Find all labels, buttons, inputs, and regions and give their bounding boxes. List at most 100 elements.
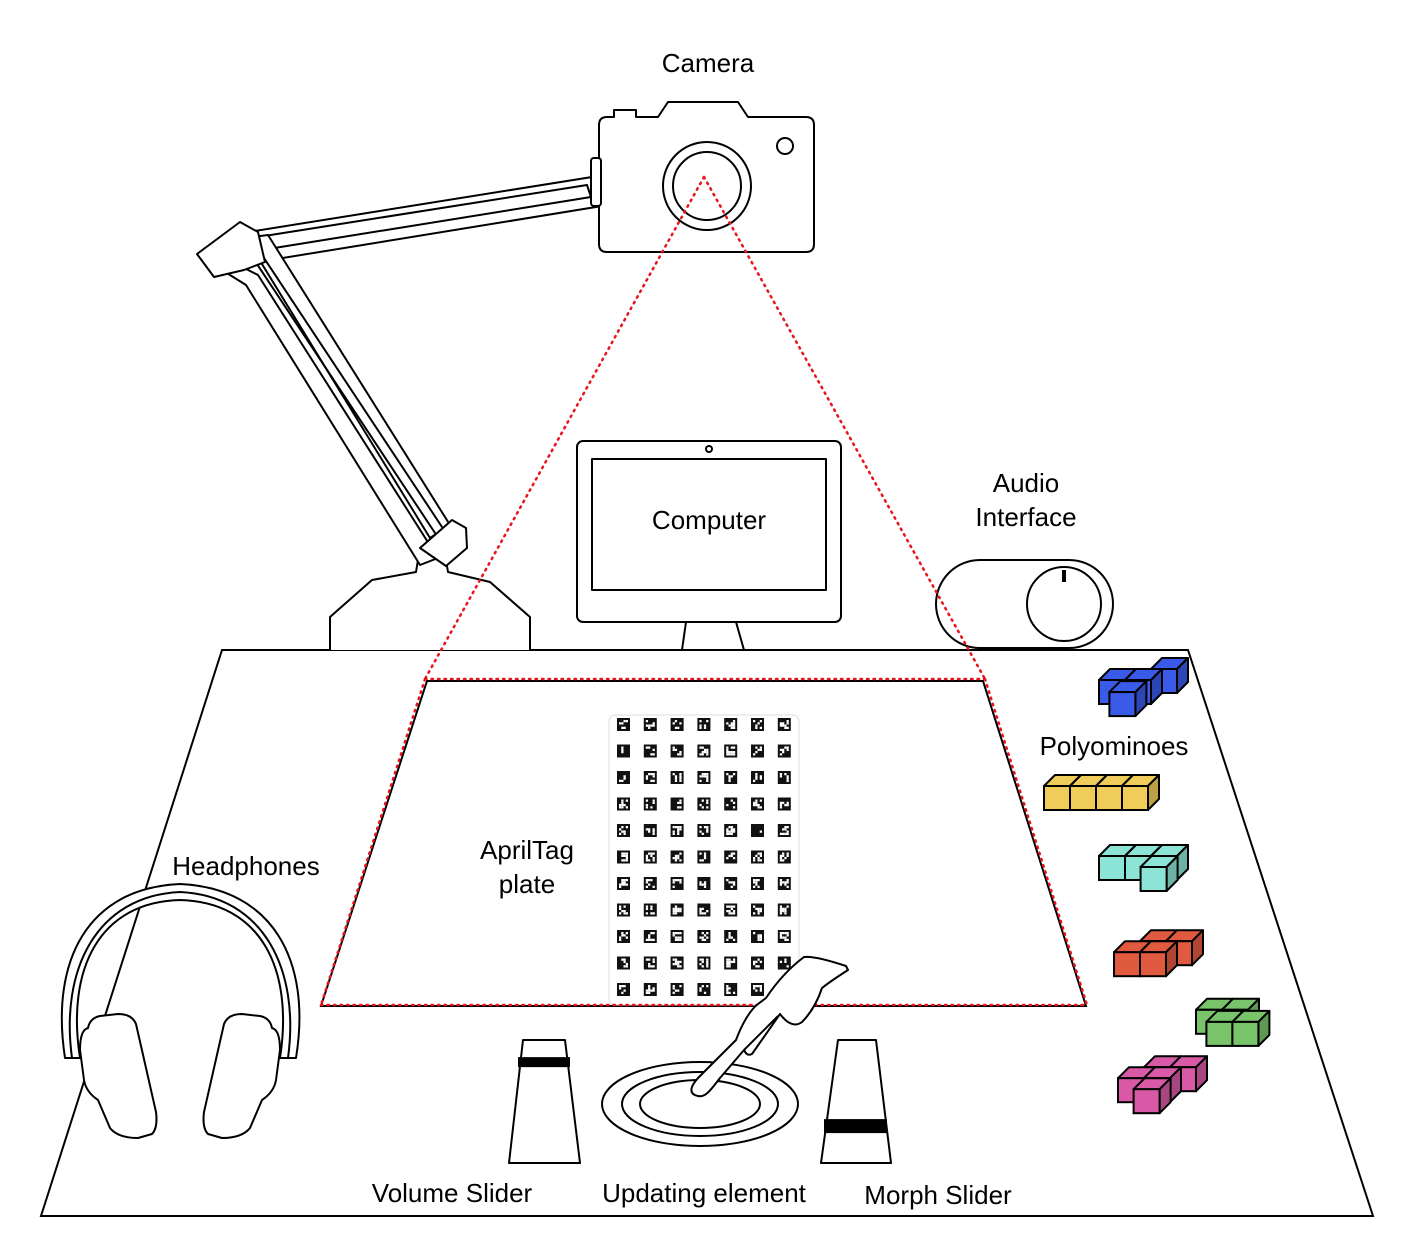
polyomino-cyan xyxy=(1098,844,1189,892)
audio-interface xyxy=(935,559,1114,649)
camera xyxy=(590,101,815,253)
apriltag-marker xyxy=(751,824,764,837)
polyomino-red xyxy=(1113,929,1204,978)
polyomino-green xyxy=(1195,997,1271,1047)
polyominoes-label: Polyominoes xyxy=(1039,731,1189,761)
apriltag-marker xyxy=(617,956,630,970)
apriltag-marker xyxy=(724,983,738,996)
updating-element[interactable] xyxy=(601,1061,799,1147)
hand-icon xyxy=(690,955,849,1098)
apriltag-plate-label-line-2: plate xyxy=(498,869,556,899)
arm-mount-base xyxy=(329,547,531,650)
volume-slider[interactable] xyxy=(508,1039,581,1164)
apriltag-marker xyxy=(643,903,657,917)
apriltag-marker xyxy=(777,797,791,811)
apriltag-marker xyxy=(670,877,684,890)
apriltag-plate-label: AprilTag plate xyxy=(462,833,592,901)
apriltag-marker xyxy=(670,718,684,731)
apriltag-marker xyxy=(697,797,711,811)
apriltag-marker xyxy=(670,930,684,943)
morph-slider-label: Morph Slider xyxy=(864,1180,1012,1210)
apriltag-marker xyxy=(777,956,791,970)
hand-finger-line xyxy=(743,1015,779,1051)
apriltag-marker xyxy=(617,744,630,758)
apriltag-marker xyxy=(697,983,711,996)
apriltag-marker xyxy=(724,850,738,864)
apriltag-marker xyxy=(697,956,711,970)
computer-webcam-icon xyxy=(705,445,713,453)
apriltag-marker xyxy=(751,956,764,970)
apriltag-marker xyxy=(751,983,764,996)
apriltag-marker xyxy=(751,903,764,917)
apriltag-marker xyxy=(724,744,738,758)
apriltag-marker xyxy=(697,903,711,917)
apriltag-marker xyxy=(777,744,791,758)
apriltag-marker xyxy=(643,718,657,731)
apriltag-marker xyxy=(697,718,711,731)
apriltag-marker xyxy=(617,877,630,890)
audio-interface-label-line-2: Interface xyxy=(975,502,1077,532)
apriltag-marker xyxy=(617,850,630,864)
apriltag-marker xyxy=(643,824,657,837)
apriltag-marker xyxy=(617,797,630,811)
camera-field-of-view xyxy=(319,175,1089,1007)
polyomino-pink xyxy=(1117,1055,1208,1115)
volume-slider-label: Volume Slider xyxy=(371,1178,533,1208)
apriltag-marker xyxy=(670,797,684,811)
morph-slider-handle[interactable] xyxy=(824,1119,887,1134)
apriltag-marker xyxy=(670,956,684,970)
headphones-left-cup xyxy=(79,1013,158,1139)
apriltag-marker xyxy=(724,771,738,784)
apriltag-marker xyxy=(697,850,711,864)
apriltag-marker xyxy=(724,930,738,943)
camera-label: Camera xyxy=(661,48,755,78)
apriltag-marker xyxy=(724,956,738,970)
volume-slider-handle[interactable] xyxy=(518,1057,570,1068)
apriltag-marker xyxy=(751,771,764,784)
audio-knob-icon xyxy=(1026,566,1102,642)
apriltag-marker xyxy=(724,797,738,811)
apriltag-marker xyxy=(777,850,791,864)
apriltag-marker xyxy=(724,903,738,917)
apriltag-marker xyxy=(697,930,711,943)
audio-interface-label-line-1: Audio xyxy=(992,468,1060,498)
apriltag-marker xyxy=(643,877,657,890)
apriltag-marker xyxy=(670,744,684,758)
polyominoes xyxy=(1043,657,1271,1115)
apriltag-plate-label-line-1: AprilTag xyxy=(480,835,574,865)
apriltag-marker xyxy=(643,771,657,784)
apriltag-marker xyxy=(617,983,630,996)
apriltag-marker xyxy=(697,771,711,784)
apriltag-marker xyxy=(777,930,791,943)
apriltag-marker xyxy=(643,744,657,758)
apriltag-marker xyxy=(751,744,764,758)
apriltag-marker xyxy=(697,824,711,837)
apriltag-marker xyxy=(617,903,630,917)
camera-flash-icon xyxy=(776,137,794,155)
apriltag-marker xyxy=(617,771,630,784)
apriltag-marker xyxy=(777,877,791,890)
apriltag-marker xyxy=(643,956,657,970)
polyomino-blue xyxy=(1098,657,1189,718)
apriltag-marker xyxy=(697,877,711,890)
apriltag-plate xyxy=(608,714,800,1006)
morph-slider[interactable] xyxy=(820,1039,892,1164)
apriltag-marker xyxy=(670,771,684,784)
apriltag-marker xyxy=(643,983,657,996)
polyomino-yellow xyxy=(1043,774,1160,811)
apriltag-marker xyxy=(777,771,791,784)
apriltag-marker xyxy=(670,983,684,996)
apriltag-marker xyxy=(643,930,657,943)
apriltag-grid xyxy=(617,718,791,996)
apriltag-marker xyxy=(777,903,791,917)
apriltag-marker xyxy=(751,718,764,731)
apriltag-marker xyxy=(724,824,738,837)
apriltag-marker xyxy=(751,850,764,864)
apriltag-marker xyxy=(670,850,684,864)
headphones-right-cup xyxy=(202,1013,281,1139)
audio-interface-label: Audio Interface xyxy=(944,466,1108,534)
apriltag-marker xyxy=(751,930,764,943)
apriltag-marker xyxy=(697,744,711,758)
camera-lens-inner xyxy=(672,151,742,221)
